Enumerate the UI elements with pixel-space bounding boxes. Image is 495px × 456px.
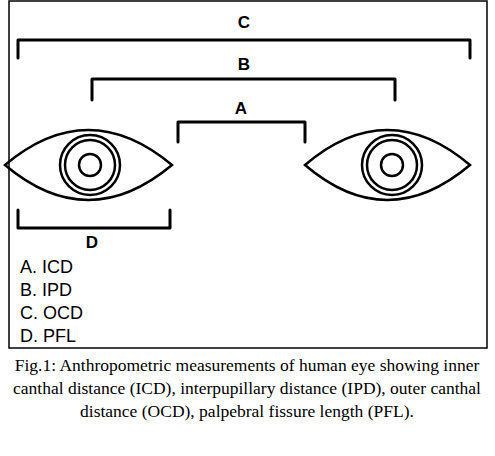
dimension-letter: C — [238, 14, 250, 31]
dimension-letter: B — [238, 56, 250, 73]
right-iris-inner — [367, 140, 417, 190]
right-iris-outer — [362, 135, 422, 195]
dimension-letter: A — [235, 100, 247, 117]
key-entry: A. ICD — [20, 258, 73, 276]
figure-frame — [9, 1, 487, 348]
key-entry: B. IPD — [20, 281, 72, 299]
right-pupil — [381, 154, 403, 176]
icd-bracket — [178, 122, 305, 142]
figure-caption: Fig.1: Anthropometric measurements of hu… — [12, 354, 482, 423]
left-iris-inner — [65, 140, 115, 190]
pfl-bracket — [18, 210, 170, 228]
left-eye-outline — [5, 130, 172, 200]
key-entry: D. PFL — [20, 327, 76, 345]
left-iris-outer — [60, 135, 120, 195]
right-eye-outline — [305, 130, 470, 200]
ipd-bracket — [92, 79, 395, 100]
dimension-letter: D — [86, 234, 98, 251]
key-entry: C. OCD — [20, 304, 83, 322]
left-pupil — [79, 154, 101, 176]
